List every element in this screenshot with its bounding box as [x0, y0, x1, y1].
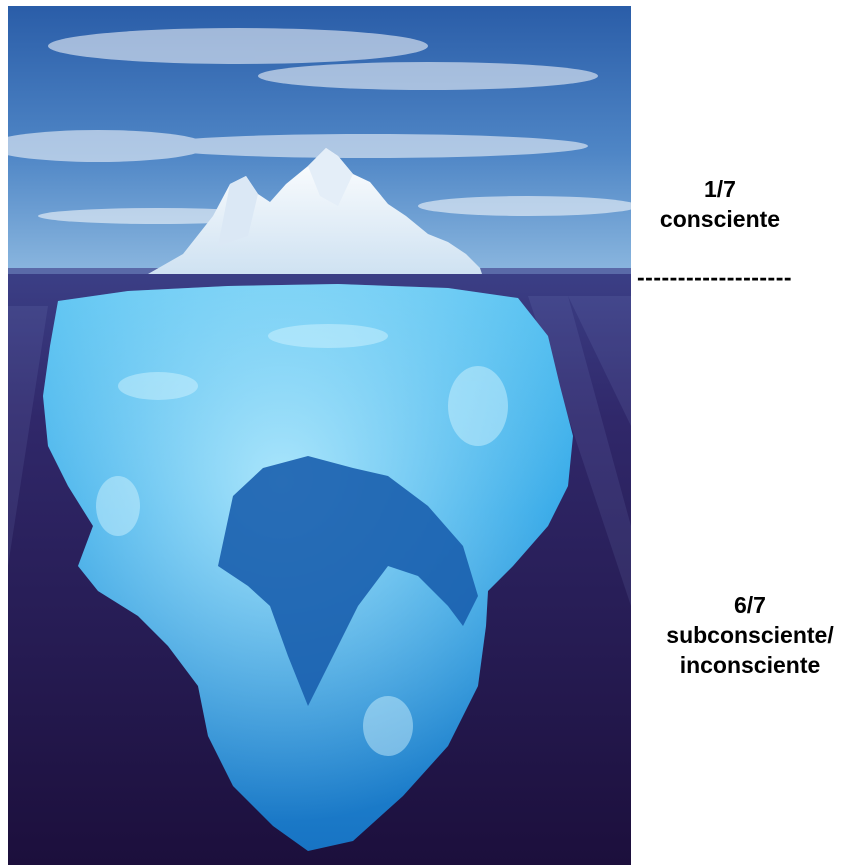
unconscious-term: inconsciente: [679, 652, 821, 678]
iceberg-image: [8, 6, 631, 865]
waterline-divider: -------------------: [637, 264, 793, 290]
conscious-term: consciente: [659, 206, 781, 232]
subconscious-fraction: 6/7: [734, 592, 766, 618]
subconscious-term: subconsciente/: [666, 622, 834, 648]
subconscious-label: 6/7 subconsciente/ inconsciente: [636, 590, 864, 680]
conscious-label: 1/7 consciente: [636, 174, 804, 234]
conscious-fraction: 1/7: [704, 176, 736, 202]
